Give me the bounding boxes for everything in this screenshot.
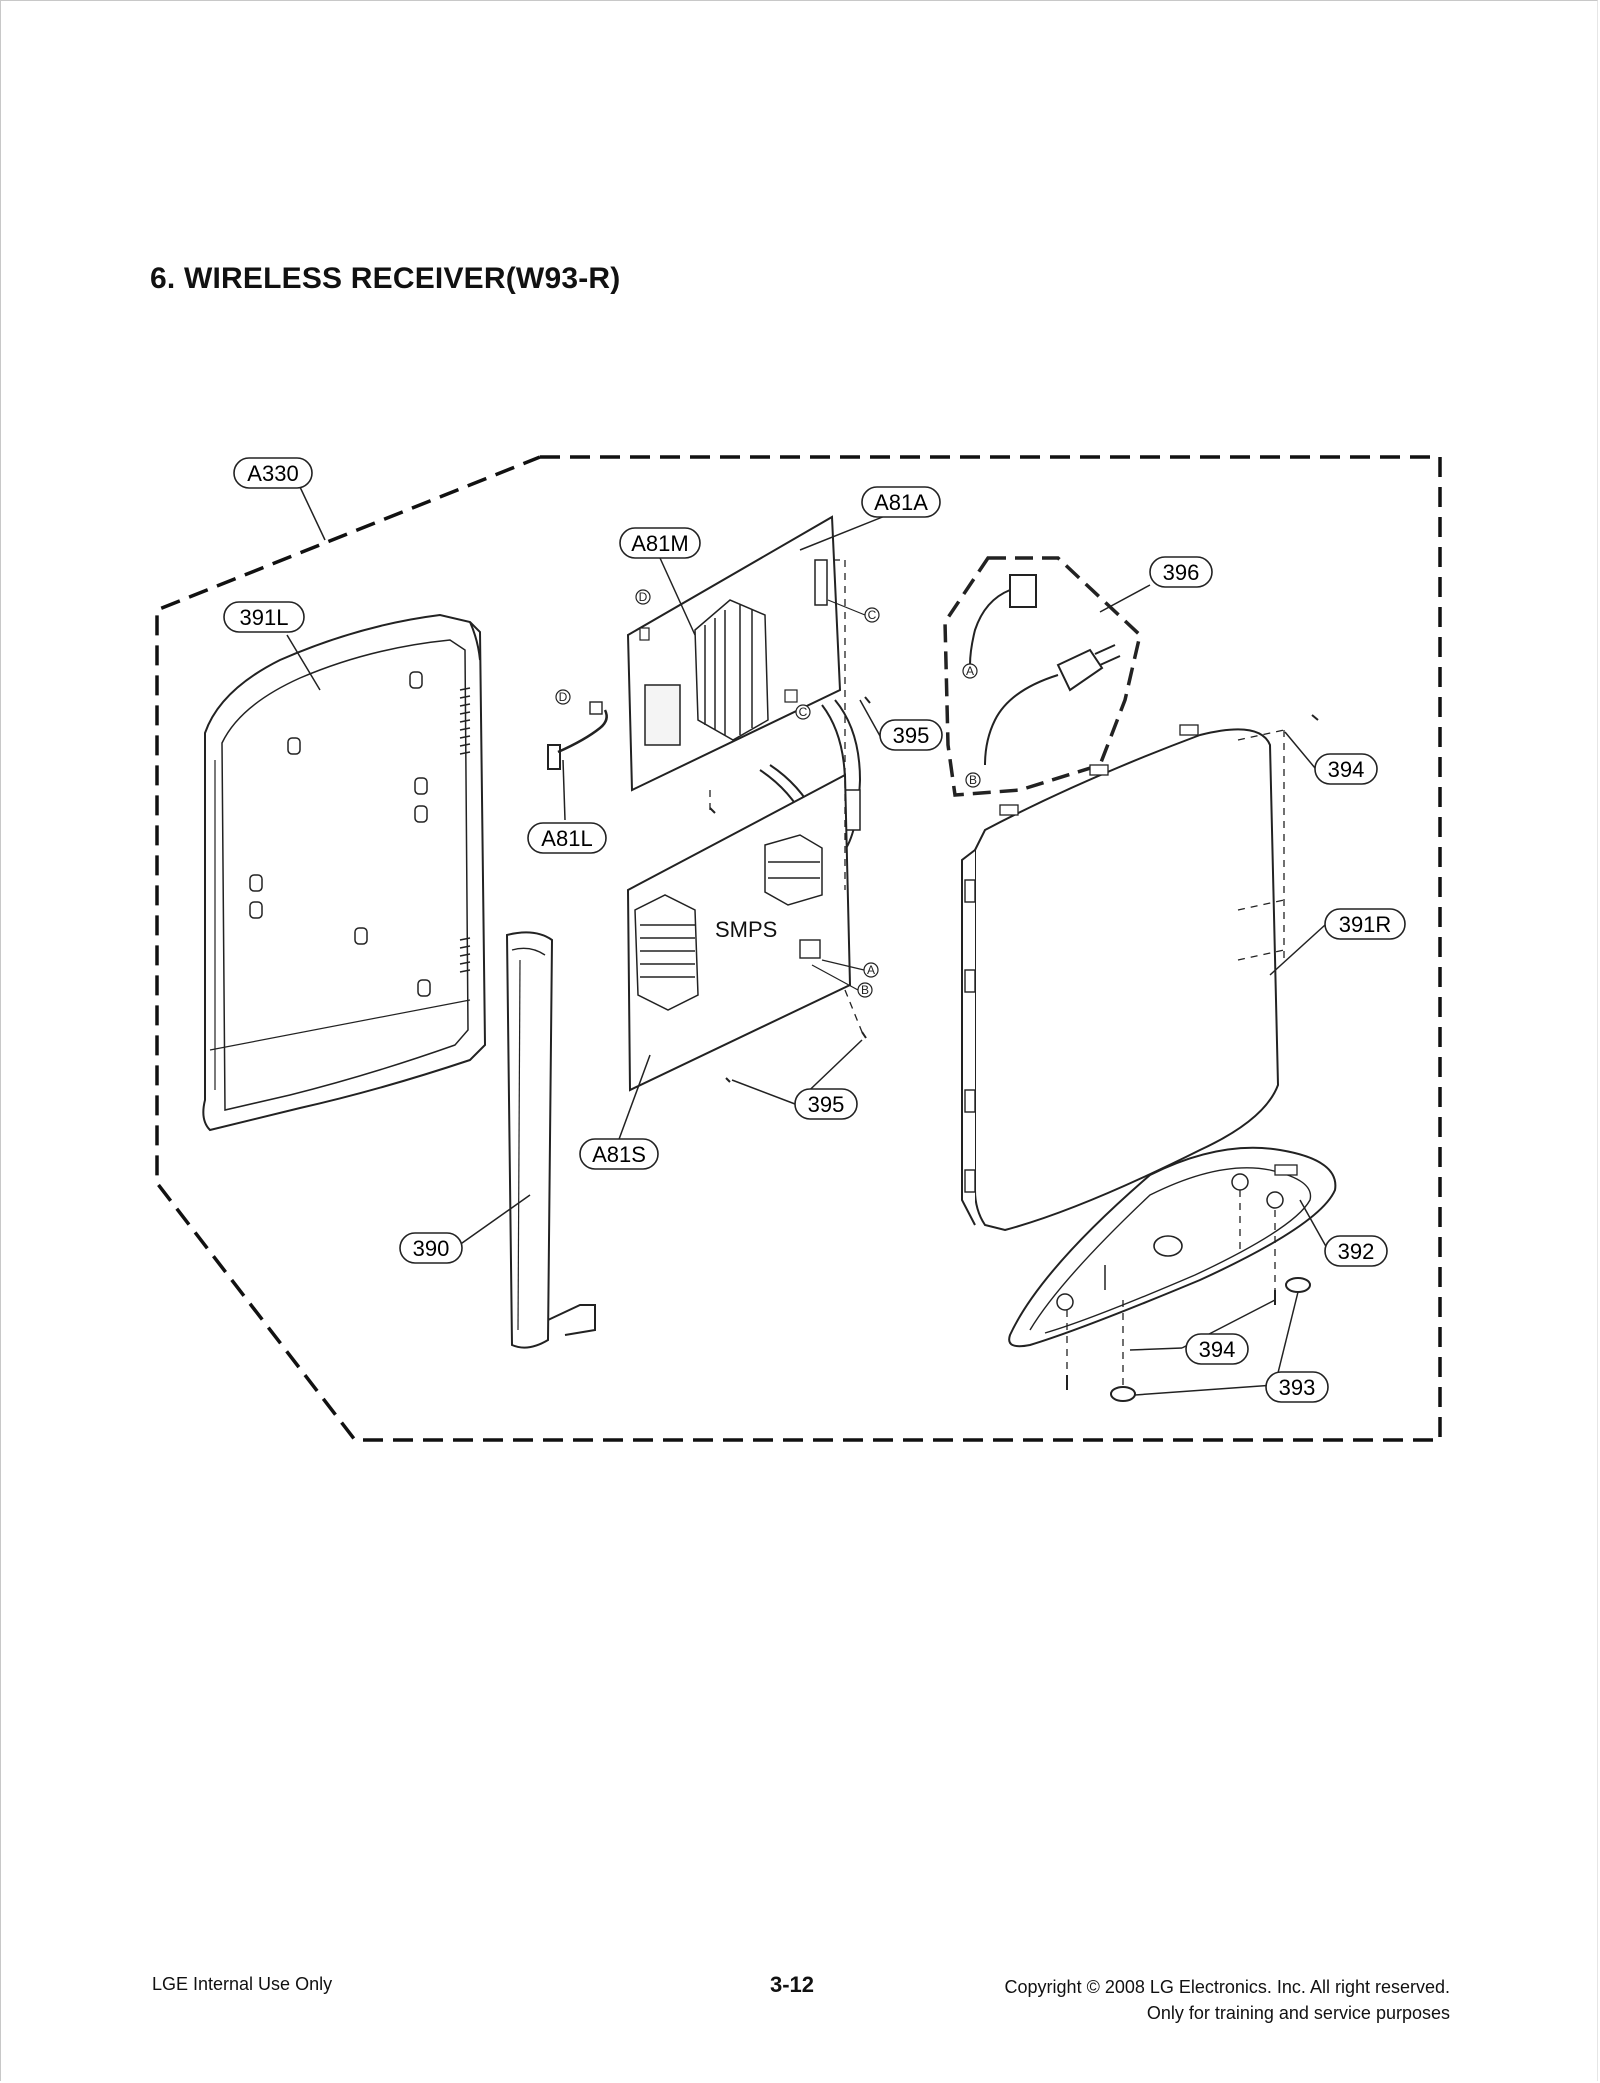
connector-a-cord: A <box>962 663 978 679</box>
projection-lines <box>709 559 1285 1385</box>
connector-d-led: D <box>555 689 571 705</box>
footer-internal-use: LGE Internal Use Only <box>152 1974 333 1994</box>
svg-text:D: D <box>639 590 648 604</box>
svg-text:A81M: A81M <box>631 531 688 556</box>
page-number: 3-12 <box>770 1972 815 1997</box>
svg-text:D: D <box>559 690 568 704</box>
connector-leaders <box>811 599 866 991</box>
callout-396: 396 <box>1149 556 1213 588</box>
connector-b-cord: B <box>965 772 981 788</box>
stand-arm-390 <box>505 931 596 1349</box>
callout-a81l: A81L <box>527 822 607 854</box>
svg-text:396: 396 <box>1163 560 1200 585</box>
svg-text:394: 394 <box>1199 1337 1236 1362</box>
svg-text:390: 390 <box>413 1236 450 1261</box>
svg-text:A81S: A81S <box>592 1142 646 1167</box>
callout-394-right: 394 <box>1314 753 1378 785</box>
callout-394-bottom: 394 <box>1185 1333 1249 1365</box>
connector-d-board: D <box>635 589 651 605</box>
svg-text:A81A: A81A <box>874 490 928 515</box>
cabinet-left-391l <box>202 613 487 1132</box>
svg-text:395: 395 <box>808 1092 845 1117</box>
connector-c-cable: C <box>795 704 811 720</box>
connector-c-board: C <box>864 607 880 623</box>
callouts: A330 A81A A81M 396 391L 395 394 A81L <box>223 457 1406 1403</box>
svg-text:392: 392 <box>1338 1239 1375 1264</box>
callout-395-bottom: 395 <box>794 1088 858 1120</box>
smps-label: SMPS <box>715 917 777 942</box>
page-title: 6. WIRELESS RECEIVER(W93-R) <box>150 262 621 295</box>
callout-391r: 391R <box>1324 908 1406 940</box>
footer-copyright: Copyright © 2008 LG Electronics. Inc. Al… <box>1004 1977 1450 1997</box>
footer-copyright-block: Copyright © 2008 LG Electronics. Inc. Al… <box>1005 1974 1450 2026</box>
svg-text:394: 394 <box>1328 757 1365 782</box>
main-board-a81m <box>626 515 842 792</box>
svg-text:A330: A330 <box>247 461 298 486</box>
svg-text:B: B <box>969 773 977 787</box>
screws-and-feet <box>709 696 1319 1402</box>
callout-393: 393 <box>1265 1371 1329 1403</box>
cabinet-right-391r <box>961 724 1280 1232</box>
svg-text:A81L: A81L <box>541 826 592 851</box>
power-cord-396 <box>943 556 1142 797</box>
callout-a81s: A81S <box>579 1138 659 1170</box>
svg-text:391L: 391L <box>240 605 289 630</box>
connector-a-smps: A <box>863 962 879 978</box>
svg-text:A: A <box>966 664 974 678</box>
svg-text:B: B <box>861 983 869 997</box>
callout-391l: 391L <box>223 601 305 633</box>
led-board-a81l <box>547 701 608 770</box>
callout-390: 390 <box>399 1232 463 1264</box>
svg-text:391R: 391R <box>1339 912 1392 937</box>
svg-text:C: C <box>799 705 808 719</box>
callout-a81m: A81M <box>619 527 701 559</box>
footer-purpose: Only for training and service purposes <box>1146 2003 1450 2023</box>
assembly-boundary <box>155 455 1442 1442</box>
callout-395-top: 395 <box>879 719 943 751</box>
callout-392: 392 <box>1324 1235 1388 1267</box>
callout-a330: A330 <box>233 457 313 489</box>
svg-text:393: 393 <box>1279 1375 1316 1400</box>
connector-b-smps: B <box>857 982 873 998</box>
callout-a81a: A81A <box>861 486 941 518</box>
svg-text:A: A <box>867 963 875 977</box>
smps-board-a81s <box>626 773 852 1092</box>
svg-text:395: 395 <box>893 723 930 748</box>
svg-text:C: C <box>868 608 877 622</box>
connector-markers: D C D C A B A B <box>555 589 981 998</box>
